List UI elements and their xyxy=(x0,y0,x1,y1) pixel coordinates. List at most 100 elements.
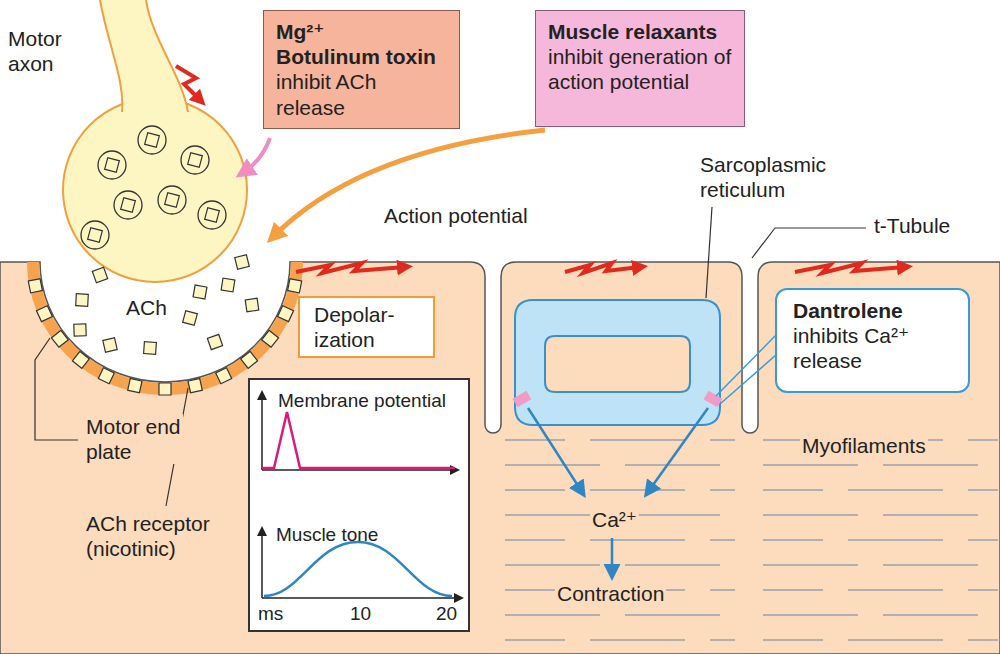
part-label: Contraction xyxy=(555,581,666,606)
box-text: Muscle relaxants xyxy=(548,19,732,44)
myofilaments xyxy=(505,440,998,640)
myofilament xyxy=(505,539,565,541)
ach-receptor xyxy=(216,368,232,384)
part-label: ACh xyxy=(124,295,169,320)
ach-molecule xyxy=(188,153,203,168)
part-label: Ca²⁺ xyxy=(590,507,639,532)
axon-outline xyxy=(100,0,122,112)
box-text: inhibit generation of action potential xyxy=(548,44,732,94)
callout-pointer xyxy=(716,334,777,396)
myofilament xyxy=(710,589,735,591)
myofilament xyxy=(625,614,720,616)
myofilament xyxy=(848,539,943,541)
myofilament xyxy=(763,589,823,591)
graph-panel: Membrane potentialMuscle tonems1020 xyxy=(248,378,470,632)
ach-molecule xyxy=(88,228,103,243)
inhibition-arrow xyxy=(244,138,270,172)
part-label: Motor end plate xyxy=(84,414,183,464)
axon-outline xyxy=(146,0,188,112)
myofilament xyxy=(710,489,735,491)
myofilament xyxy=(968,439,998,441)
box-text: Mg²⁺ xyxy=(276,19,447,44)
myofilament xyxy=(505,514,600,516)
ach-receptor xyxy=(241,351,258,368)
ach-molecule xyxy=(144,342,157,355)
leader-line xyxy=(706,207,712,298)
axis xyxy=(262,469,452,471)
part-label: Action potential xyxy=(382,203,530,228)
myofilament xyxy=(763,489,823,491)
muscle-cell xyxy=(0,262,1000,654)
vesicle xyxy=(158,186,186,214)
myofilament xyxy=(505,639,565,641)
ach-receptor xyxy=(159,383,171,395)
myofilament xyxy=(883,464,978,466)
ach-molecule xyxy=(193,285,207,299)
axis-label: Membrane potential xyxy=(278,390,446,413)
myofilament xyxy=(883,614,978,616)
myofilament xyxy=(763,614,858,616)
ach-molecule xyxy=(207,334,222,349)
inhibition-arrow xyxy=(274,130,545,236)
myofilament xyxy=(625,464,720,466)
box-text: Depolar- ization xyxy=(314,302,419,352)
ach-molecule xyxy=(74,324,86,336)
vesicle xyxy=(114,191,142,219)
part-label: Motor axon xyxy=(6,26,105,76)
ach-molecules xyxy=(74,255,259,355)
action-potential-wave xyxy=(565,263,640,273)
myofilament xyxy=(848,639,943,641)
action-potential-wave xyxy=(795,263,905,273)
callout-pointer xyxy=(720,354,777,404)
myofilament xyxy=(590,639,685,641)
myofilament xyxy=(710,639,735,641)
myofilament xyxy=(763,514,858,516)
ach-receptor xyxy=(36,306,52,322)
leader-line xyxy=(752,228,866,258)
annotation-box: Muscle relaxantsinhibit generation of ac… xyxy=(535,10,745,127)
ach-molecule xyxy=(235,255,250,270)
myofilament xyxy=(505,439,565,441)
part-label: ACh receptor (nicotinic) xyxy=(84,511,238,561)
box-text: inhibit ACh release xyxy=(276,69,447,119)
vesicle xyxy=(98,151,126,179)
ach-receptor xyxy=(262,330,279,347)
axis-head xyxy=(257,390,267,400)
annotation-box: Dantroleneinhibits Ca²⁺ release xyxy=(775,288,970,393)
ach-molecule xyxy=(105,158,120,173)
myofilament xyxy=(883,564,978,566)
ach-molecule xyxy=(205,208,220,223)
ach-molecule xyxy=(92,267,107,282)
ach-molecule xyxy=(165,193,180,208)
ach-receptor xyxy=(51,330,68,347)
ach-molecule xyxy=(145,133,160,148)
part-label: t-Tubule xyxy=(872,213,952,238)
part-label: Sarcoplasmic reticulum xyxy=(698,152,852,202)
muscle-tone-curve xyxy=(264,542,452,596)
box-text: Botulinum toxin xyxy=(276,44,447,69)
ach-receptor xyxy=(188,378,202,392)
ach-receptor xyxy=(28,279,42,293)
action-potential-curve xyxy=(262,412,455,468)
axis xyxy=(261,398,263,470)
axis xyxy=(261,534,263,598)
axis-head xyxy=(450,465,460,475)
ach-molecule xyxy=(76,294,89,307)
myofilament xyxy=(763,564,858,566)
box-text: Dantrolene xyxy=(793,298,952,323)
vesicle xyxy=(198,201,226,229)
myofilament xyxy=(848,589,943,591)
myofilament xyxy=(883,514,978,516)
vesicle xyxy=(81,221,109,249)
axis-head xyxy=(454,593,464,603)
ach-receptor xyxy=(278,306,294,322)
axis-label: 20 xyxy=(436,603,457,626)
ach-receptor xyxy=(128,378,142,392)
ca-flow-arrow xyxy=(528,408,582,492)
annotation-box: Depolar- ization xyxy=(298,296,435,358)
myofilament xyxy=(505,489,565,491)
myofilament xyxy=(763,539,823,541)
myofilament xyxy=(590,439,685,441)
ach-receptor xyxy=(98,368,114,384)
ca-release-channel xyxy=(513,391,532,408)
